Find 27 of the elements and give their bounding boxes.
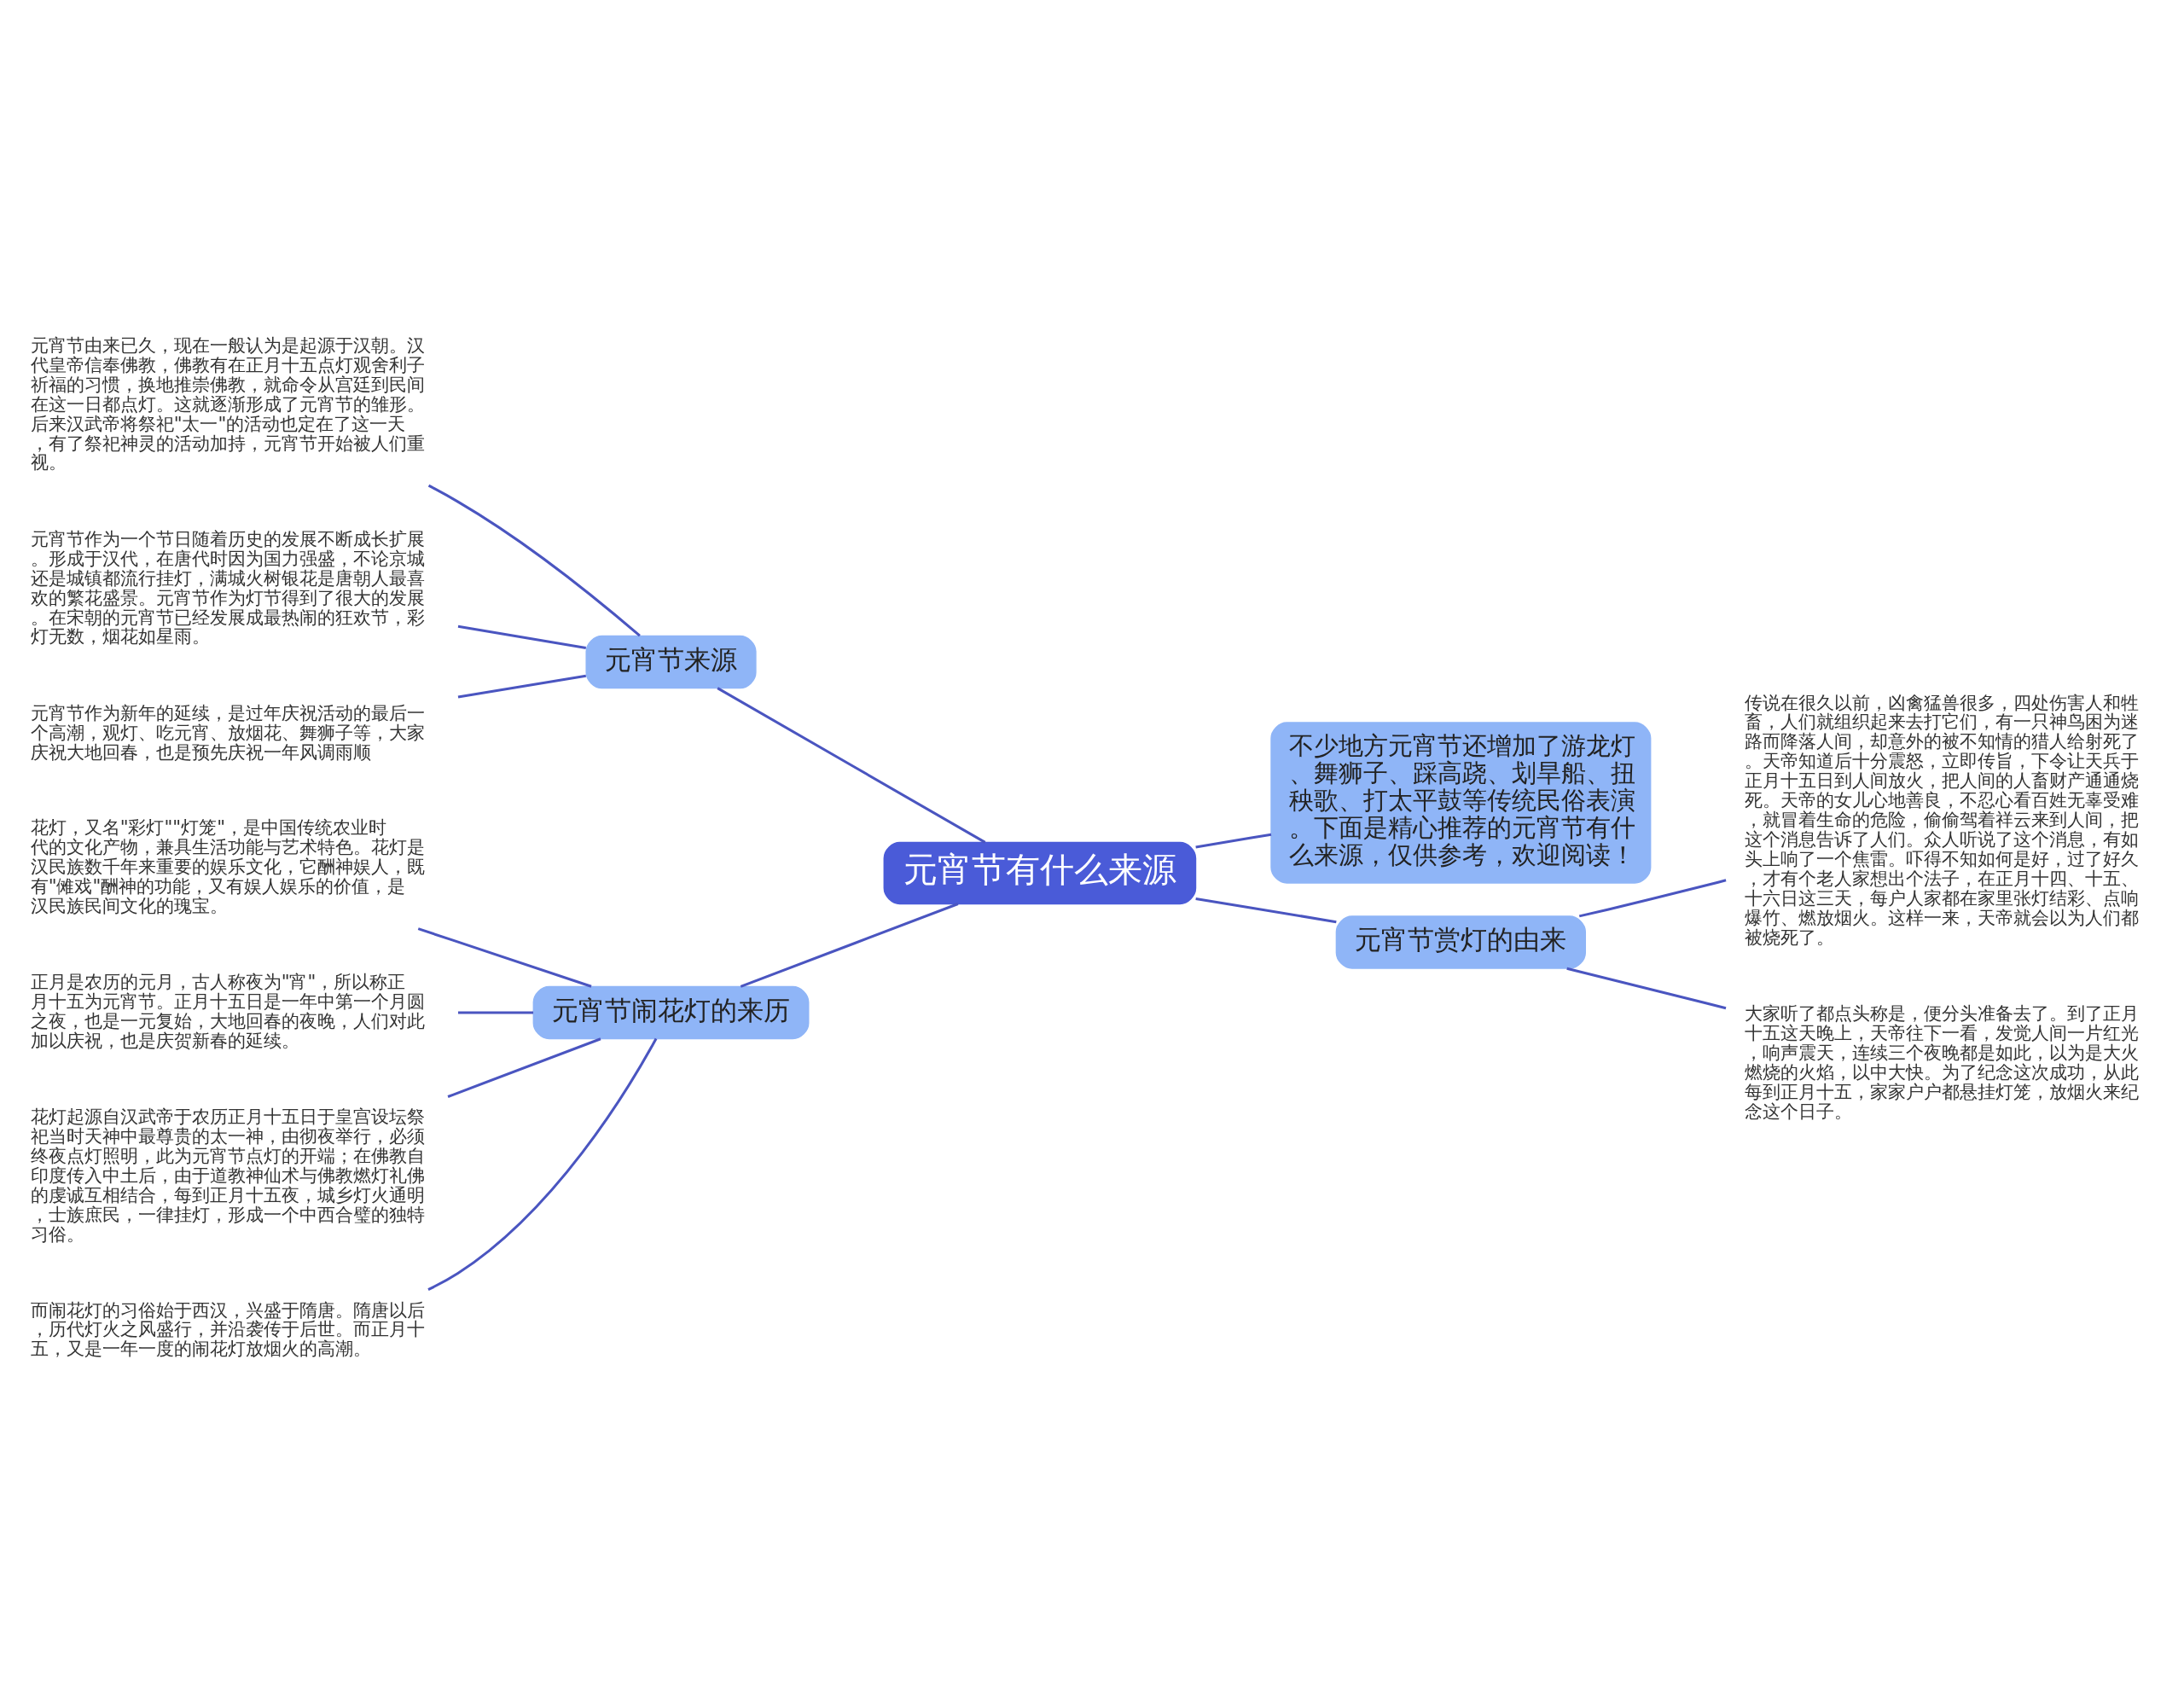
connector	[427, 484, 641, 636]
connector	[457, 624, 587, 649]
connector	[457, 674, 587, 699]
node-box: 不少地方元宵节还增加了游龙灯、舞狮子、踩高跷、划旱船、扭秧歌、打太平鼓等传统民俗表演。下面是精心推荐的元宵节有什么来源，仅供参考，欢迎阅读！	[1270, 721, 1652, 884]
node-box: 元宵节有什么来源	[883, 841, 1197, 904]
connector	[1195, 897, 1337, 923]
connector	[1566, 967, 1727, 1009]
node-text: 元宵节作为一个节日随着历史的发展不断成长扩展。形成于汉代，在唐代时因为国力强盛，不论京城还是城镇都流行挂灯，满城火树银花是唐朝人最喜欢的繁花盛景。元宵节作为灯节得到了很大的发展。在宋朝的元宵节已经发展成最热闹的狂欢节，彩灯无数，烟花如星雨。	[30, 527, 425, 647]
connector	[427, 1037, 658, 1291]
node-box: 元宵节来源	[585, 635, 757, 688]
node-text: 而闹花灯的习俗始于西汉，兴盛于隋唐。隋唐以后，历代灯火之风盛行，并沿袭传于后世。而正月十五，又是一年一度的闹花灯放烟火的高潮。	[30, 1298, 425, 1359]
node-box: 元宵节闹花灯的来历	[532, 985, 810, 1039]
node-text: 大家听了都点头称是，便分头准备去了。到了正月十五这天晚上，天帝往下一看，发觉人间一片红光，响声震天，连续三个夜晚都是如此，以为是大火燃烧的火焰，以中大快。为了纪念这次成功，从此每到正月十五，家家户户都悬挂灯笼，放烟火来纪念这个日子。	[1744, 1002, 2139, 1122]
connector	[447, 1037, 601, 1098]
connector	[740, 902, 959, 988]
connector	[1195, 833, 1272, 849]
connector	[717, 686, 986, 844]
connector	[417, 926, 592, 988]
node-text: 元宵节作为新年的延续，是过年庆祝活动的最后一个高潮，观灯、吃元宵、放烟花、舞狮子等，大家庆祝大地回春，也是预先庆祝一年风调雨顺	[30, 701, 425, 763]
connector	[1578, 878, 1727, 917]
node-text: 元宵节由来已久，现在一般认为是起源于汉朝。汉代皇帝信奉佛教，佛教有在正月十五点灯观舍利子祈福的习惯，换地推崇佛教，就命令从宫廷到民间在这一日都点灯。这就逐渐形成了元宵节的雏形。后来汉武帝将祭祀"太一"的活动也定在了这一天，有了祭祀神灵的活动加持，元宵节开始被人们重视。	[30, 334, 425, 473]
node-box: 元宵节赏灯的由来	[1335, 915, 1586, 969]
node-text: 正月是农历的元月，古人称夜为"宵"，所以称正月十五为元宵节。正月十五日是一年中第一个月圆之夜，也是一元复始，大地回春的夜晚，人们对此加以庆祝，也是庆贺新春的延续。	[30, 970, 425, 1051]
connector	[458, 1010, 534, 1014]
node-text: 花灯，又名"彩灯""灯笼"，是中国传统农业时代的文化产物，兼具生活功能与艺术特色。花灯是汉民族数千年来重要的娱乐文化，它酬神娱人，既有"傩戏"酬神的功能，又有娱人娱乐的价值，是汉民族民间文化的瑰宝。	[30, 816, 425, 916]
node-text: 花灯起源自汉武帝于农历正月十五日于皇宫设坛祭祀当时天神中最尊贵的太一神，由彻夜举行，必须终夜点灯照明，此为元宵节点灯的开端；在佛教自印度传入中土后，由于道教神仙术与佛教燃灯礼佛的虔诚互相结合，每到正月十五夜，城乡灯火通明，士族庶民，一律挂灯，形成一个中西合璧的独特习俗。	[30, 1105, 425, 1245]
node-text: 传说在很久以前，凶禽猛兽很多，四处伤害人和牲畜，人们就组织起来去打它们，有一只神鸟困为迷路而降落人间，却意外的被不知情的猎人给射死了。天帝知道后十分震怒，立即传旨，下令让天兵于正月十五日到人间放火，把人间的人畜财产通通烧死。天帝的女儿心地善良，不忍心看百姓无辜受难，就冒着生命的危险，偷偷驾着祥云来到人间，把这个消息告诉了人们。众人听说了这个消息，有如头上响了一个焦雷。吓得不知如何是好，过了好久，才有个老人家想出个法子，在正月十四、十五、十六日这三天，每户人家都在家里张灯结彩、点响爆竹、燃放烟火。这样一来，天帝就会以为人们都被烧死了。	[1744, 691, 2139, 948]
